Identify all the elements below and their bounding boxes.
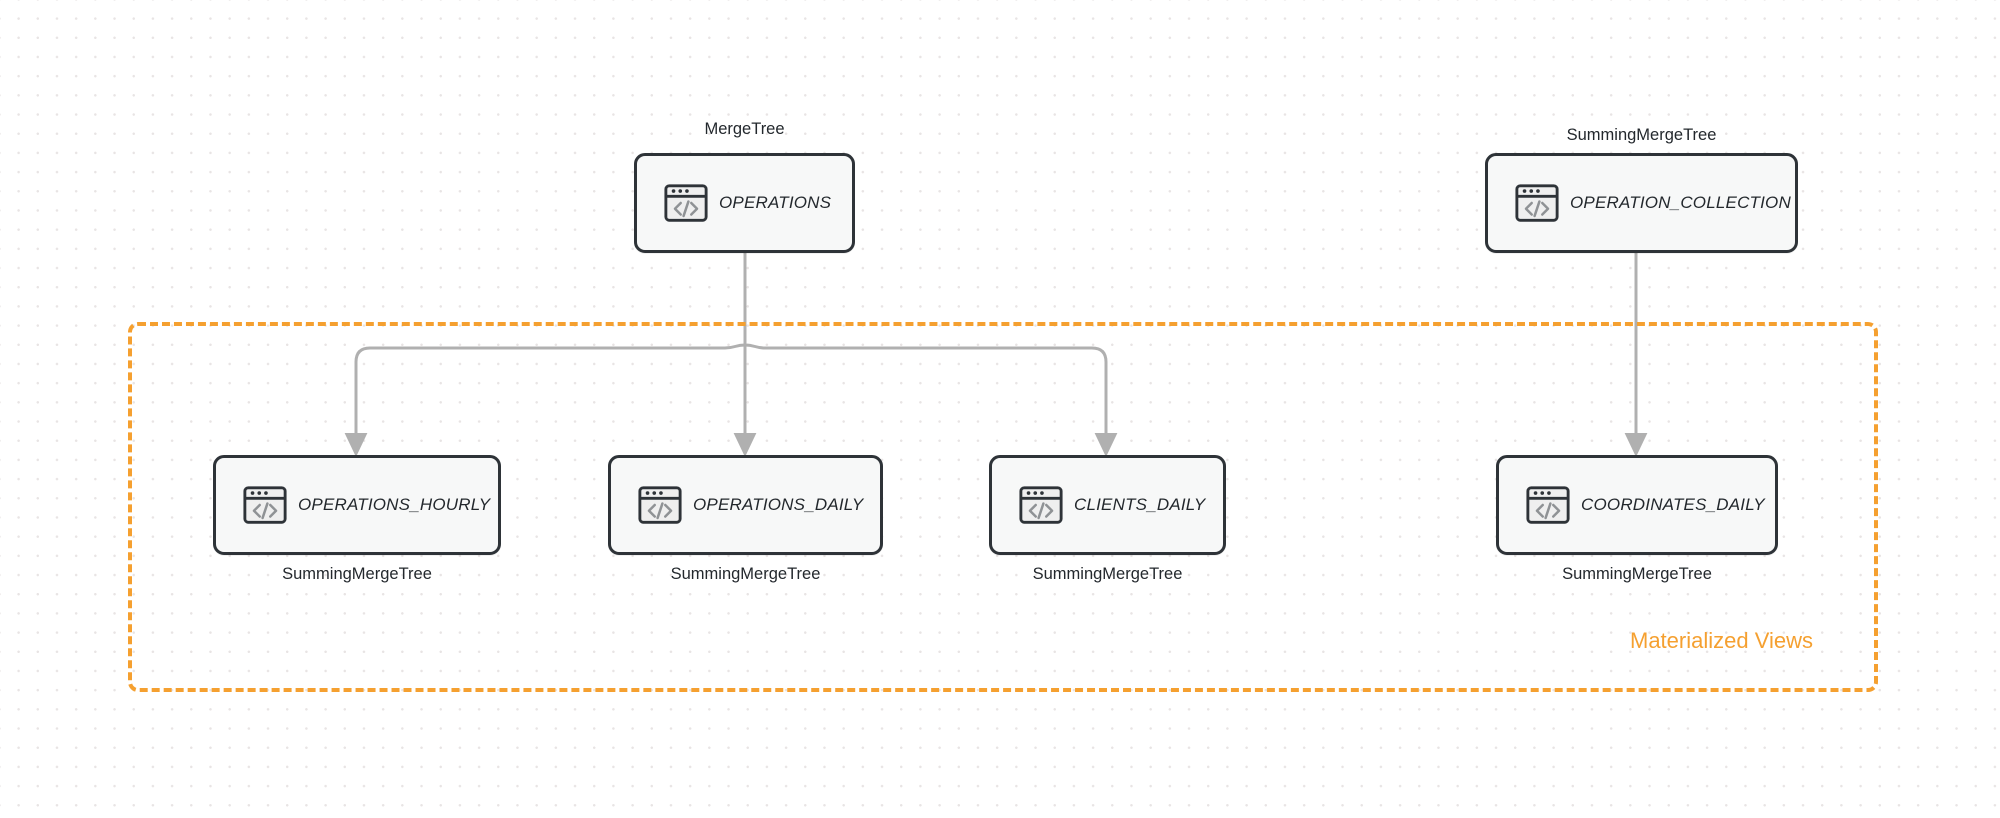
node-clients-daily[interactable]: CLIENTS_DAILY (989, 455, 1226, 555)
engine-label-operations: MergeTree (704, 120, 785, 138)
node-title-operations-daily: OPERATIONS_DAILY (693, 495, 864, 514)
node-title-coordinates-daily: COORDINATES_DAILY (1581, 495, 1765, 514)
materialized-views-group-label: Materialized Views (1630, 628, 1814, 653)
node-title-operations-hourly: OPERATIONS_HOURLY (298, 495, 491, 514)
code-window-icon (638, 486, 682, 524)
node-operations-hourly[interactable]: OPERATIONS_HOURLY (213, 455, 501, 555)
materialized-views-group (128, 322, 1878, 692)
engine-label-clients-daily: SummingMergeTree (1032, 565, 1183, 583)
engine-label-operations-daily: SummingMergeTree (670, 565, 821, 583)
code-window-icon (1526, 486, 1570, 524)
node-coordinates-daily[interactable]: COORDINATES_DAILY (1496, 455, 1778, 555)
code-window-icon (1515, 184, 1559, 222)
node-operations-daily[interactable]: OPERATIONS_DAILY (608, 455, 883, 555)
engine-label-coordinates-daily: SummingMergeTree (1562, 565, 1712, 583)
engine-label-operations-hourly: SummingMergeTree (282, 565, 432, 583)
node-operations[interactable]: OPERATIONS (634, 153, 855, 253)
node-title-operations: OPERATIONS (719, 193, 832, 212)
engine-label-operation-collection: SummingMergeTree (1566, 126, 1717, 144)
node-title-operation-collection: OPERATION_COLLECTION (1570, 193, 1791, 212)
code-window-icon (1019, 486, 1063, 524)
code-window-icon (243, 486, 287, 524)
node-title-clients-daily: CLIENTS_DAILY (1074, 495, 1206, 514)
code-window-icon (664, 184, 708, 222)
node-operation-collection[interactable]: OPERATION_COLLECTION (1485, 153, 1798, 253)
